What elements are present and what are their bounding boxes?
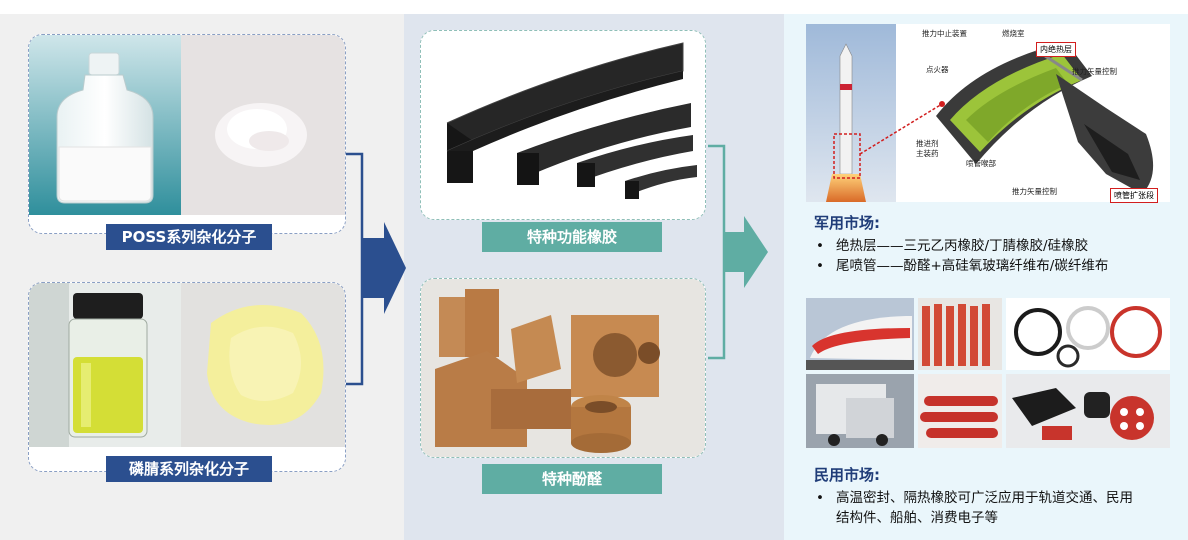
label-main-charge: 主装药 [916, 149, 939, 158]
rocket-diagram: 推力中止装置 燃烧室 内绝热层 点火器 推力矢量控制 推进剂 主装药 喷管喉部 … [806, 24, 1170, 203]
civil-market-title: 民用市场: [814, 466, 880, 484]
rubber-strips-photo [421, 31, 705, 219]
rubber-card [420, 30, 706, 220]
poss-bottle-photo [29, 35, 181, 215]
phosphazene-powder-photo [181, 283, 345, 447]
civil-market-list: 高温密封、隔热橡胶可广泛应用于轨道交通、民用结构件、船舶、消费电子等 [810, 488, 1140, 528]
military-market-title: 军用市场: [814, 214, 880, 232]
phosphazene-vial-photo [29, 283, 181, 447]
poss-label: POSS系列杂化分子 [106, 224, 272, 250]
label-thrust-stop: 推力中止装置 [922, 29, 967, 38]
label-inner-insulation: 内绝热层 [1036, 42, 1076, 57]
military-item: 绝热层——三元乙丙橡胶/丁腈橡胶/硅橡胶 [810, 236, 1182, 256]
military-item: 尾喷管——酚醛+高硅氧玻璃纤维布/碳纤维布 [810, 256, 1182, 276]
phosphazene-card [28, 282, 346, 472]
phenolic-label: 特种酚醛 [482, 464, 662, 494]
poss-card [28, 34, 346, 234]
label-propellant: 推进剂 [916, 139, 939, 148]
civil-photo-collage [806, 298, 1170, 448]
military-market-list: 绝热层——三元乙丙橡胶/丁腈橡胶/硅橡胶 尾喷管——酚醛+高硅氧玻璃纤维布/碳纤… [810, 236, 1182, 276]
label-igniter: 点火器 [926, 65, 949, 74]
civil-application-photos [806, 298, 1170, 448]
middle-bracket-arrow [708, 144, 768, 360]
phenolic-blocks-photo [421, 279, 705, 457]
motor-cutaway-diagram [936, 42, 1154, 194]
label-nozzle-throat: 喷管喉部 [966, 159, 996, 168]
phenolic-card [420, 278, 706, 458]
label-vector-control-bottom: 推力矢量控制 [1012, 187, 1057, 196]
label-nozzle-exit: 喷管扩张段 [1110, 188, 1158, 203]
label-combustion: 燃烧室 [1002, 29, 1025, 38]
rocket-launch-photo [806, 24, 945, 202]
left-bracket-arrow [346, 152, 406, 386]
poss-powder-photo [181, 35, 345, 215]
rubber-label: 特种功能橡胶 [482, 222, 662, 252]
label-vector-control-top: 推力矢量控制 [1072, 67, 1117, 76]
civil-item: 高温密封、隔热橡胶可广泛应用于轨道交通、民用结构件、船舶、消费电子等 [810, 488, 1140, 528]
phosphazene-label: 磷腈系列杂化分子 [106, 456, 272, 482]
